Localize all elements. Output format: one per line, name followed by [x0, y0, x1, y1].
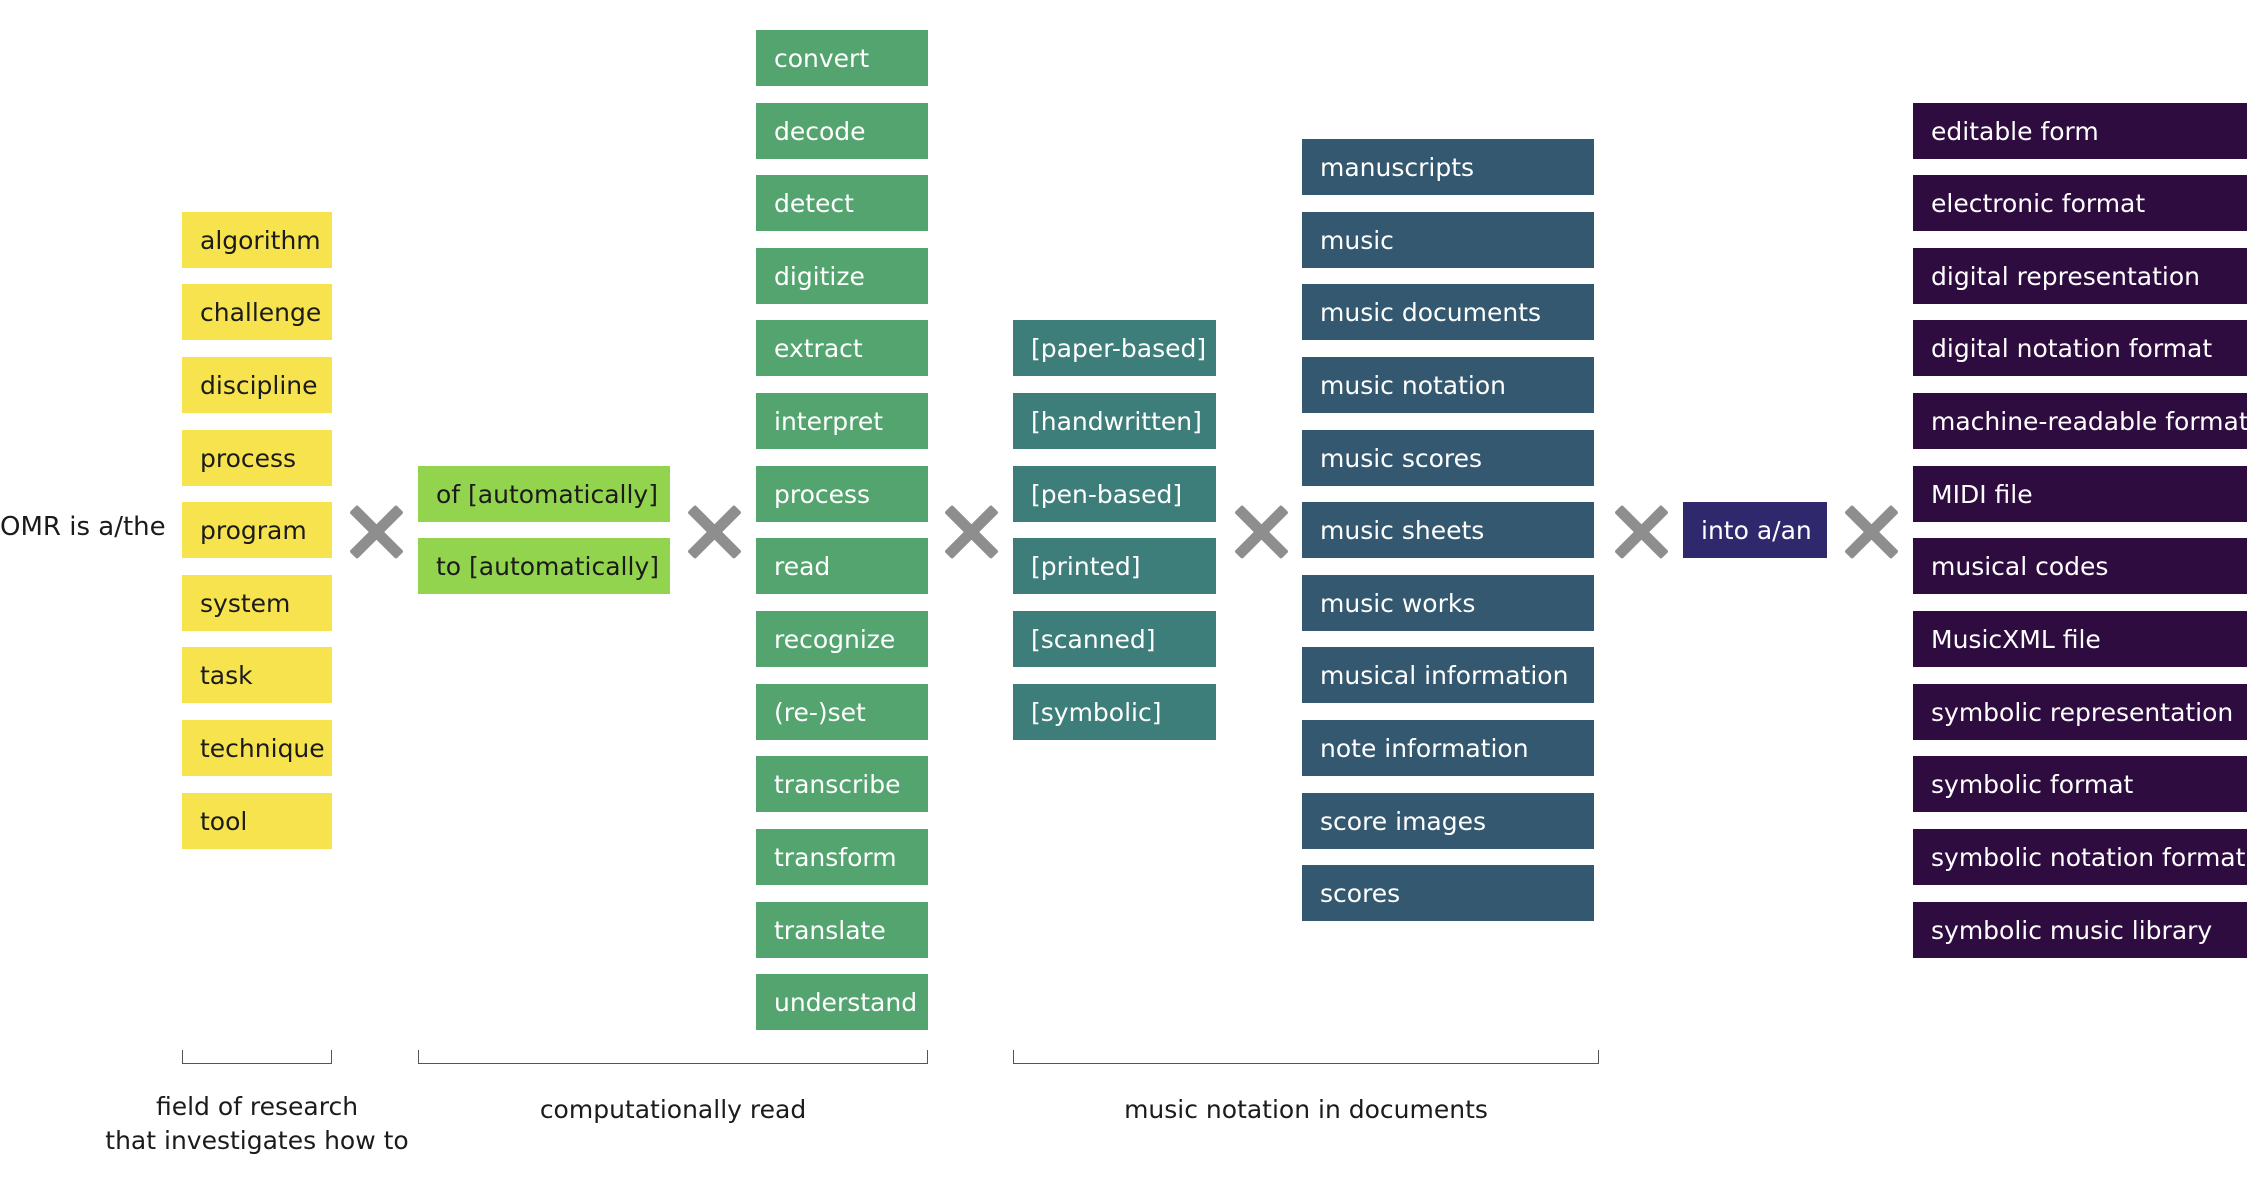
- modifier-chip: [pen-based]: [1013, 466, 1216, 522]
- target-chip: musical codes: [1913, 538, 2247, 594]
- field-chip: program: [182, 502, 332, 558]
- target-chip: MIDI file: [1913, 466, 2247, 522]
- field-chip: algorithm: [182, 212, 332, 268]
- verb-chip: recognize: [756, 611, 928, 667]
- read-bracket: [418, 1050, 928, 1064]
- cross-icon: [684, 502, 744, 562]
- target-chip: editable form: [1913, 103, 2247, 159]
- field-chip: task: [182, 647, 332, 703]
- verb-chip: translate: [756, 902, 928, 958]
- verb-chip: transform: [756, 829, 928, 885]
- modifier-chip: [printed]: [1013, 538, 1216, 594]
- object-chip: music sheets: [1302, 502, 1594, 558]
- verb-chip: convert: [756, 30, 928, 86]
- modifier-chip: [handwritten]: [1013, 393, 1216, 449]
- object-chip: manuscripts: [1302, 139, 1594, 195]
- target-chip: symbolic representation: [1913, 684, 2247, 740]
- verb-chip: detect: [756, 175, 928, 231]
- object-chip: music notation: [1302, 357, 1594, 413]
- field-chip: technique: [182, 720, 332, 776]
- target-chip: digital representation: [1913, 248, 2247, 304]
- target-chip: symbolic music library: [1913, 902, 2247, 958]
- field-chip: system: [182, 575, 332, 631]
- verb-chip: read: [756, 538, 928, 594]
- manner-chip: to [automatically]: [418, 538, 670, 594]
- field-bracket-label: field of research that investigates how …: [97, 1090, 417, 1158]
- verb-chip: transcribe: [756, 756, 928, 812]
- cross-icon: [1611, 502, 1671, 562]
- target-chip: MusicXML file: [1913, 611, 2247, 667]
- verb-chip: interpret: [756, 393, 928, 449]
- verb-chip: understand: [756, 974, 928, 1030]
- start-label: OMR is a/the: [0, 512, 166, 542]
- object-chip: musical information: [1302, 647, 1594, 703]
- cross-icon: [1841, 502, 1901, 562]
- field-bracket-line: field of research: [155, 1092, 359, 1121]
- target-chip: machine-readable format: [1913, 393, 2249, 449]
- field-chip: process: [182, 430, 332, 486]
- object-chip: music works: [1302, 575, 1594, 631]
- cross-icon: [941, 502, 1001, 562]
- object-chip: note information: [1302, 720, 1594, 776]
- verb-chip: digitize: [756, 248, 928, 304]
- verb-chip: (re-)set: [756, 684, 928, 740]
- object-chip: score images: [1302, 793, 1594, 849]
- target-chip: symbolic format: [1913, 756, 2247, 812]
- target-chip: symbolic notation format: [1913, 829, 2247, 885]
- modifier-chip: [scanned]: [1013, 611, 1216, 667]
- target-chip: electronic format: [1913, 175, 2247, 231]
- field-chip: discipline: [182, 357, 332, 413]
- connector-chip: into a/an: [1683, 502, 1827, 558]
- modifier-chip: [symbolic]: [1013, 684, 1216, 740]
- read-bracket-label: computationally read: [539, 1095, 807, 1124]
- object-chip: music documents: [1302, 284, 1594, 340]
- field-bracket: [182, 1050, 332, 1064]
- target-chip: digital notation format: [1913, 320, 2247, 376]
- verb-chip: process: [756, 466, 928, 522]
- cross-icon: [1231, 502, 1291, 562]
- object-chip: music: [1302, 212, 1594, 268]
- object-chip: music scores: [1302, 430, 1594, 486]
- object-chip: scores: [1302, 865, 1594, 921]
- verb-chip: extract: [756, 320, 928, 376]
- notation-bracket: [1013, 1050, 1599, 1064]
- field-chip: challenge: [182, 284, 332, 340]
- field-chip: tool: [182, 793, 332, 849]
- manner-chip: of [automatically]: [418, 466, 670, 522]
- verb-chip: decode: [756, 103, 928, 159]
- field-bracket-line: that investigates how to: [105, 1126, 409, 1155]
- cross-icon: [346, 502, 406, 562]
- modifier-chip: [paper-based]: [1013, 320, 1216, 376]
- notation-bracket-label: music notation in documents: [1124, 1095, 1488, 1124]
